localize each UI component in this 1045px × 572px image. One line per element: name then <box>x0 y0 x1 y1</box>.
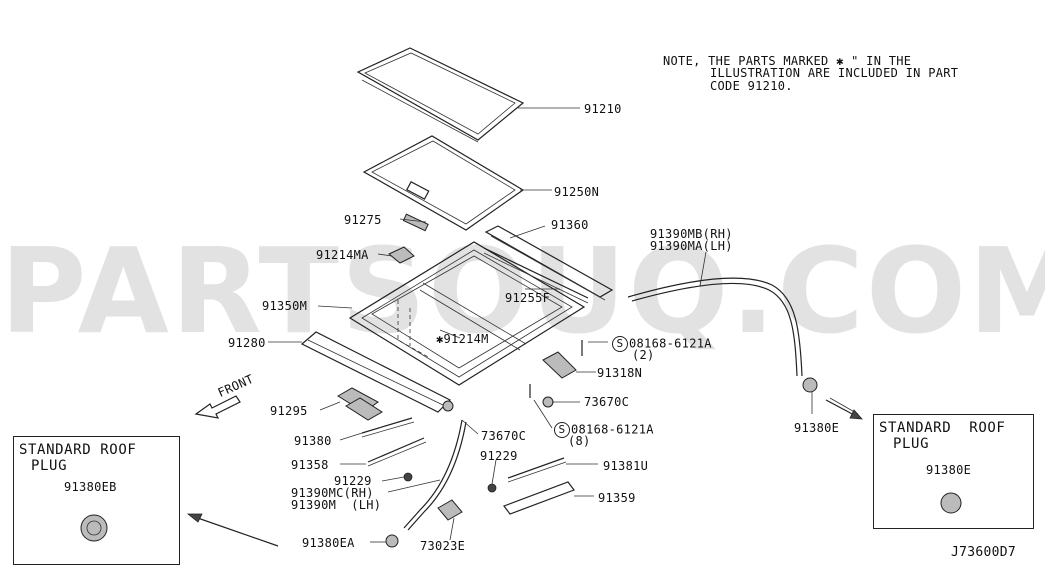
clip-73670C-2 <box>442 400 454 412</box>
label-08168-a-qty: (2) <box>632 348 655 362</box>
diagram-code: J73600D7 <box>951 545 1017 560</box>
label-91210[interactable]: 91210 <box>584 102 622 116</box>
part-91358 <box>367 437 425 463</box>
rail-91381U <box>507 457 565 479</box>
label-91250N[interactable]: 91250N <box>554 185 600 199</box>
label-91380[interactable]: 91380 <box>294 434 332 448</box>
label-91359[interactable]: 91359 <box>598 491 636 505</box>
label-91275[interactable]: 91275 <box>344 213 382 227</box>
wind-deflector <box>300 331 452 413</box>
right-box-title-2: PLUG <box>893 436 930 452</box>
seal-91255F <box>483 247 589 299</box>
label-91380EA[interactable]: 91380EA <box>302 536 355 550</box>
label-91380EB[interactable]: 91380EB <box>64 480 117 494</box>
plug-91380E-image <box>940 492 962 514</box>
label-08168-a-text: 08168-6121A <box>629 336 712 351</box>
label-73670C-1[interactable]: 73670C <box>584 395 630 409</box>
part-73023E <box>437 499 463 521</box>
sunroof-frame <box>348 241 586 386</box>
left-box-title-2: PLUG <box>31 458 68 474</box>
label-08168-b-qty: (8) <box>568 434 591 448</box>
label-91358[interactable]: 91358 <box>291 458 329 472</box>
label-91295[interactable]: 91295 <box>270 404 308 418</box>
label-91381U[interactable]: 91381U <box>603 459 649 473</box>
star-icon: ✱ <box>436 332 444 346</box>
s-circle-icon: S <box>612 336 628 352</box>
label-91214MA[interactable]: 91214MA <box>316 248 369 262</box>
plug-91380EA <box>385 534 399 548</box>
right-box-title-1: STANDARD ROOF <box>879 420 1006 436</box>
note-line-1: NOTE, THE PARTS MARKED ✱ " IN THE <box>663 54 912 68</box>
rail-91360 <box>484 225 614 298</box>
label-91380E-2[interactable]: 91380E <box>926 463 972 477</box>
cable-left <box>403 419 463 529</box>
clip-73670C-1 <box>542 396 554 408</box>
label-91255F[interactable]: 91255F <box>505 291 551 305</box>
label-73023E[interactable]: 73023E <box>420 539 466 553</box>
plug-91380E <box>802 377 818 393</box>
standard-roof-plug-box-right <box>873 414 1034 529</box>
plug-91380EB-image <box>80 514 108 542</box>
label-91214M-text: 91214M <box>443 332 489 346</box>
label-91229-2[interactable]: 91229 <box>480 449 518 463</box>
glass-panel <box>356 47 525 141</box>
bolt-91229-2 <box>487 483 497 493</box>
label-91390MB[interactable]: 91390MB(RH) <box>650 227 733 241</box>
label-91280[interactable]: 91280 <box>228 336 266 350</box>
bolt-91229-1 <box>403 472 413 482</box>
bracket-91318N <box>542 351 577 379</box>
label-91214M[interactable]: ✱91214M <box>436 333 489 345</box>
arrow-to-left-box <box>191 515 279 547</box>
label-73670C-2[interactable]: 73670C <box>481 429 527 443</box>
label-91390M[interactable]: 91390M (LH) <box>291 498 382 512</box>
standard-roof-plug-box-left <box>13 436 180 565</box>
note-line-2: ILLUSTRATION ARE INCLUDED IN PART <box>710 66 959 80</box>
label-91360[interactable]: 91360 <box>551 218 589 232</box>
front-arrow <box>194 395 241 419</box>
label-08168-b-text: 08168-6121A <box>571 422 654 437</box>
note-line-3: CODE 91210. <box>710 79 793 93</box>
sunshade-panel <box>362 135 525 231</box>
s-circle-icon: S <box>554 422 570 438</box>
part-91275 <box>402 213 429 232</box>
cable-right <box>627 277 803 377</box>
label-91390MC[interactable]: 91390MC(RH) <box>291 486 374 500</box>
label-91229-1[interactable]: 91229 <box>334 474 372 488</box>
label-91380E-1[interactable]: 91380E <box>794 421 840 435</box>
left-box-title-1: STANDARD ROOF <box>19 442 137 458</box>
guide-91359 <box>503 481 575 515</box>
label-91350M[interactable]: 91350M <box>262 299 308 313</box>
label-91390MA[interactable]: 91390MA(LH) <box>650 239 733 253</box>
part-91214MA <box>388 246 415 264</box>
label-91318N[interactable]: 91318N <box>597 366 643 380</box>
drain-91380 <box>361 417 413 434</box>
